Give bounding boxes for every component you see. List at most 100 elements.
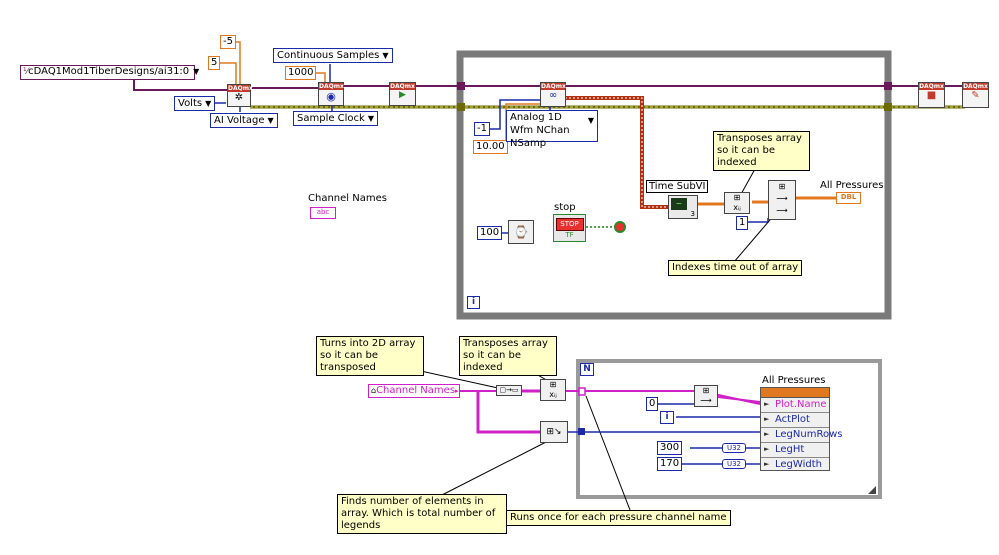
- note-transpose-top: Transposes array so it can be indexed: [713, 131, 810, 171]
- prop-leg-num-rows[interactable]: LegNumRows: [761, 428, 842, 443]
- dropdown-arrow-icon[interactable]: ▼: [193, 67, 200, 76]
- prop-act-plot[interactable]: ActPlot: [761, 413, 829, 428]
- daqmx-clear-task[interactable]: DAQmx ✎: [962, 82, 989, 108]
- dropdown-arrow-icon: ▼: [587, 116, 594, 125]
- ai-type-enum[interactable]: AI Voltage▼: [210, 113, 278, 128]
- time-subvi[interactable]: ~ 3: [668, 195, 698, 219]
- waveform-wire: [565, 96, 668, 209]
- clock-icon: ◉: [326, 90, 336, 103]
- dropdown-arrow-icon: ▼: [367, 114, 374, 123]
- local-variable-icon: ⌂: [371, 386, 377, 395]
- prop-plot-name[interactable]: Plot.Name: [761, 398, 829, 413]
- units-enum[interactable]: Volts▼: [174, 96, 216, 111]
- for-loop-count: N: [580, 363, 594, 376]
- prop-leg-width[interactable]: LegWidth: [761, 458, 829, 472]
- for-loop-corner: [868, 486, 876, 494]
- all-pressures-label-top: All Pressures: [820, 180, 884, 191]
- waveform-icon: ~: [671, 198, 687, 210]
- index-array-function[interactable]: ⊞⟶⟶: [768, 180, 796, 220]
- play-icon: ▶: [399, 90, 406, 100]
- u32-convert-1[interactable]: U32: [722, 443, 746, 453]
- note-arrow-index: [733, 213, 776, 263]
- transpose-icon: ⊞xᵢⱼ: [549, 380, 557, 399]
- time-subvi-label: Time SubVI: [646, 180, 709, 193]
- note-arrow-runs: [585, 395, 631, 511]
- for-loop-iteration: i: [660, 411, 674, 424]
- min-value-constant[interactable]: -5: [220, 35, 236, 49]
- count-tunnel: [578, 428, 585, 435]
- note-index-time: Indexes time out of array: [668, 260, 803, 276]
- leg-width-constant[interactable]: 170: [657, 457, 683, 471]
- prop-leg-ht[interactable]: LegHt: [761, 443, 829, 458]
- daqmx-timing[interactable]: DAQmx ◉: [318, 82, 344, 106]
- stop-tf: TF: [565, 231, 574, 239]
- array-size-function[interactable]: ⊞↘: [540, 421, 568, 443]
- index-array-icon: ⊞⟶: [700, 386, 712, 405]
- property-node[interactable]: Plot.Name ActPlot LegNumRows LegHt LegWi…: [760, 387, 842, 472]
- note-arrow-finds: [439, 439, 551, 497]
- rate-constant[interactable]: 1000: [285, 66, 317, 80]
- timeout-constant[interactable]: 10.00: [473, 140, 508, 154]
- glasses-icon: ∞: [548, 90, 558, 101]
- all-pressures-terminal-top[interactable]: DBL: [836, 192, 861, 204]
- create-channel-icon: ✲: [234, 92, 244, 103]
- dropdown-arrow-icon: ▼: [205, 99, 212, 108]
- task-tunnel-l: [457, 82, 465, 90]
- stop-terminal: [614, 221, 626, 233]
- index-constant[interactable]: 1: [736, 216, 749, 230]
- leg-ht-constant[interactable]: 300: [657, 441, 683, 455]
- daqmx-stop-task[interactable]: DAQmx ■: [918, 82, 945, 108]
- task-tunnel-r: [884, 82, 892, 90]
- arrow-right-icon: ▸: [455, 387, 459, 395]
- stop-label: stop: [554, 202, 576, 213]
- max-wire: [220, 62, 237, 86]
- channel-wire-4: [476, 391, 540, 434]
- dropdown-arrow-icon: ▼: [382, 51, 389, 60]
- while-loop-iteration: i: [467, 296, 480, 309]
- note-turns-2d: Turns into 2D array so it can be transpo…: [316, 336, 424, 376]
- index-array-icon: ⊞⟶⟶: [776, 182, 788, 215]
- err-tunnel-l: [457, 103, 465, 111]
- stop-button: STOP: [555, 218, 584, 231]
- sample-mode-enum[interactable]: Continuous Samples▼: [273, 48, 393, 63]
- daqmx-start-task[interactable]: DAQmx ▶: [389, 82, 416, 106]
- num-channels-constant[interactable]: -1: [474, 122, 490, 136]
- channel-names-terminal[interactable]: abc: [310, 207, 336, 219]
- note-transpose-bottom: Transposes array so it can be indexed: [459, 336, 557, 376]
- read-mode-enum[interactable]: Analog 1D Wfm NChan NSamp▼: [506, 110, 598, 149]
- note-runs-once: Runs once for each pressure channel name: [506, 510, 731, 526]
- stop-task-icon: ■: [926, 90, 937, 101]
- array-size-icon: ⊞↘: [546, 427, 562, 437]
- transpose-function-top[interactable]: ⊞xᵢⱼ: [724, 192, 750, 214]
- index-pink: [717, 396, 761, 403]
- eraser-icon: ✎: [971, 90, 980, 101]
- all-pressures-label-bottom: All Pressures: [762, 375, 826, 386]
- max-value-constant[interactable]: 5: [208, 56, 221, 70]
- channel-names-local[interactable]: ⌂Channel Names▸: [368, 384, 460, 398]
- dropdown-arrow-icon: ▼: [267, 116, 274, 125]
- while-loop-frame: [456, 50, 892, 320]
- transpose-function-bottom[interactable]: ⊞xᵢⱼ: [540, 379, 566, 401]
- index-const-wire: [746, 218, 769, 223]
- transpose-icon: ⊞xᵢⱼ: [733, 193, 741, 212]
- err-tunnel-r: [884, 103, 892, 111]
- wait-ms-function[interactable]: ⌚: [508, 220, 534, 244]
- note-finds-number: Finds number of elements in array. Which…: [337, 494, 507, 534]
- daqmx-create-channel[interactable]: DAQmx ✲: [227, 84, 253, 107]
- io-icon: ⅟: [23, 67, 29, 77]
- index-array-bottom[interactable]: ⊞⟶: [694, 385, 718, 407]
- timing-enum[interactable]: Sample Clock▼: [293, 111, 378, 126]
- build-array-icon: ▢→▭: [499, 386, 519, 394]
- wait-ms-constant[interactable]: 100: [477, 226, 503, 240]
- channel-names-label: Channel Names: [308, 193, 387, 204]
- daqmx-read[interactable]: DAQmx ∞: [540, 82, 566, 107]
- numch-wire: [488, 99, 540, 130]
- physical-channel-control[interactable]: ⅟cDAQ1Mod1TiberDesigns/ai31:0▼: [20, 65, 199, 80]
- build-array-function[interactable]: ▢→▭: [496, 385, 522, 396]
- property-node-header: [761, 388, 829, 398]
- watch-icon: ⌚: [513, 225, 529, 239]
- u32-convert-2[interactable]: U32: [722, 459, 746, 469]
- stop-button-terminal[interactable]: STOP TF: [553, 214, 586, 242]
- zero-constant[interactable]: 0: [646, 397, 659, 411]
